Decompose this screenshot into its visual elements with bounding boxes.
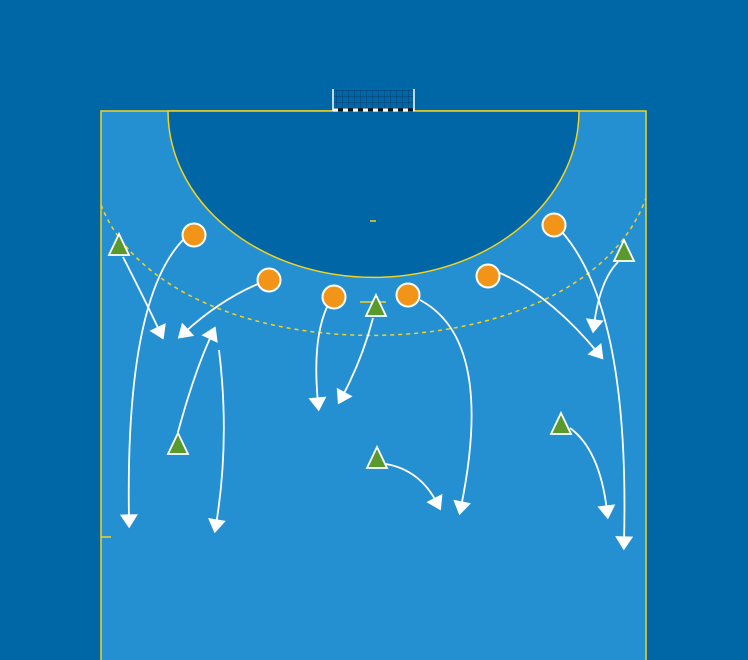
movement-arrow	[215, 349, 225, 526]
movement-arrow	[177, 333, 213, 433]
arrow-head-icon	[201, 326, 218, 343]
movement-arrows	[119, 231, 634, 551]
attacker-player-icon	[181, 222, 207, 248]
arrow-head-icon	[177, 322, 195, 339]
defender-player-icon	[364, 292, 388, 317]
arrow-head-icon	[585, 318, 604, 334]
arrow-head-icon	[426, 493, 443, 511]
arrow-head-icon	[597, 504, 616, 520]
arrow-head-icon	[615, 536, 634, 551]
movement-arrow	[569, 427, 608, 512]
attacker-player-icon	[321, 284, 347, 310]
movement-arrow	[122, 256, 161, 333]
arrow-head-icon	[149, 323, 166, 340]
arrow-head-icon	[208, 518, 226, 534]
defender-player-icon	[365, 444, 389, 469]
movement-arrow	[341, 317, 374, 398]
attacker-player-icon	[475, 263, 501, 289]
movement-arrow	[561, 231, 626, 543]
arrow-head-icon	[308, 396, 327, 412]
goal-area	[167, 110, 580, 279]
arrow-head-icon	[453, 499, 471, 516]
movement-arrow	[315, 306, 328, 404]
free-throw-line	[100, 197, 647, 337]
defender-player-icon	[107, 231, 131, 256]
defender-player-icon	[166, 430, 190, 455]
movement-arrow	[183, 283, 259, 334]
players	[107, 212, 636, 469]
defender-player-icon	[549, 410, 573, 435]
defender-player-icon	[612, 237, 636, 262]
movement-arrow	[499, 272, 599, 354]
arrow-head-icon	[587, 342, 604, 360]
attacker-player-icon	[256, 267, 282, 293]
movement-arrow	[593, 261, 619, 326]
movement-arrow	[385, 463, 438, 504]
movement-arrow	[127, 239, 184, 521]
movement-arrow	[419, 299, 473, 508]
arrow-head-icon	[119, 514, 138, 529]
goal	[332, 89, 415, 112]
arrow-head-icon	[336, 387, 353, 405]
attacker-player-icon	[395, 282, 421, 308]
attacker-player-icon	[541, 212, 567, 238]
